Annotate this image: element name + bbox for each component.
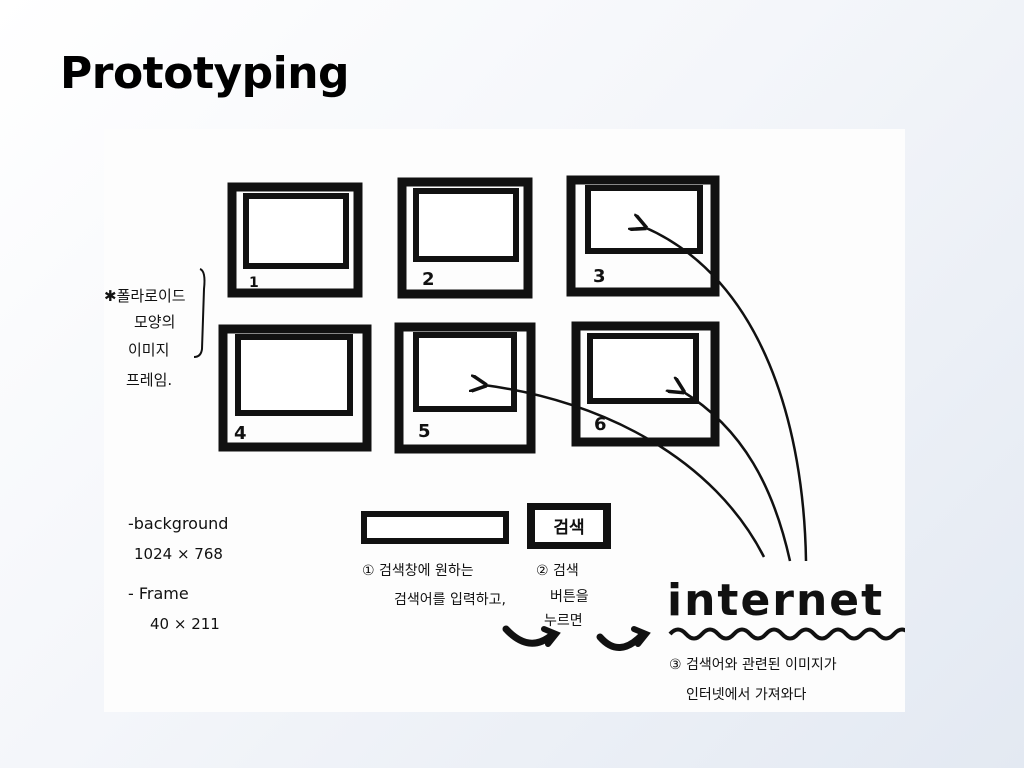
note-polaroid-line-2: 모양의 xyxy=(134,313,175,331)
arrow-to-frame-3 xyxy=(644,227,808,562)
arrow-to-frame-5 xyxy=(484,385,766,558)
note-specs-line-2: 1024 × 768 xyxy=(134,545,223,563)
note-polaroid-line-4: 프레임. xyxy=(126,371,172,389)
flow-arrow-1 xyxy=(502,625,556,647)
search-button-label: 검색 xyxy=(553,518,584,538)
internet-label: internet xyxy=(667,575,884,626)
sketch-image: 1 2 3 4 5 6 ✱폴라로이드 모양의 이미지 프레임. -backgro… xyxy=(104,129,905,712)
slide-title: Prototyping xyxy=(60,48,350,99)
internet-wave-underline xyxy=(668,627,905,641)
flow-arrow-2-head xyxy=(631,626,651,647)
frame-label-1: 1 xyxy=(249,275,259,291)
note-specs-line-3: - Frame xyxy=(128,584,189,603)
frame-label-4: 4 xyxy=(234,423,247,444)
frame-5 xyxy=(394,322,536,454)
step-2-line-2: 버튼을 xyxy=(550,589,589,605)
sketch-drawing: 1 2 3 4 5 6 ✱폴라로이드 모양의 이미지 프레임. -backgro… xyxy=(104,175,905,703)
step-1-note: ① 검색창에 원하는 검색어를 입력하고, xyxy=(362,563,506,608)
flow-arrow-2 xyxy=(596,631,646,651)
search-input-sketch xyxy=(361,511,509,544)
frame-4 xyxy=(218,324,372,452)
frame-label-5: 5 xyxy=(418,421,431,442)
frame-label-2: 2 xyxy=(422,269,435,290)
note-polaroid-line-1: ✱폴라로이드 xyxy=(104,287,186,305)
step-1-line-1: ① 검색창에 원하는 xyxy=(362,563,474,579)
step-3-line-2: 인터넷에서 가져와다 xyxy=(686,687,806,703)
bracket-mark xyxy=(193,268,206,358)
search-button-sketch: 검색 xyxy=(527,503,611,549)
frame-2 xyxy=(397,177,533,299)
frame-1 xyxy=(227,182,363,298)
note-specs: -background 1024 × 768 - Frame 40 × 211 xyxy=(128,514,228,633)
step-2-note: ② 검색 버튼을 누르면 xyxy=(536,563,589,629)
note-specs-line-4: 40 × 211 xyxy=(150,615,220,633)
step-2-line-1: ② 검색 xyxy=(536,563,579,579)
frame-label-3: 3 xyxy=(593,266,606,287)
note-specs-line-1: -background xyxy=(128,514,228,533)
note-polaroid-line-3: 이미지 xyxy=(128,341,169,359)
frame-label-6: 6 xyxy=(594,414,607,435)
arrow-to-frame-6 xyxy=(682,391,792,562)
flow-arrow-1-head xyxy=(541,626,561,647)
note-polaroid: ✱폴라로이드 모양의 이미지 프레임. xyxy=(104,287,186,389)
step-1-line-2: 검색어를 입력하고, xyxy=(394,592,506,608)
step-2-line-3: 누르면 xyxy=(544,613,583,629)
step-3-note: ③ 검색어와 관련된 이미지가 인터넷에서 가져와다 xyxy=(669,657,837,703)
frame-6 xyxy=(571,321,720,447)
step-3-line-1: ③ 검색어와 관련된 이미지가 xyxy=(669,657,837,673)
